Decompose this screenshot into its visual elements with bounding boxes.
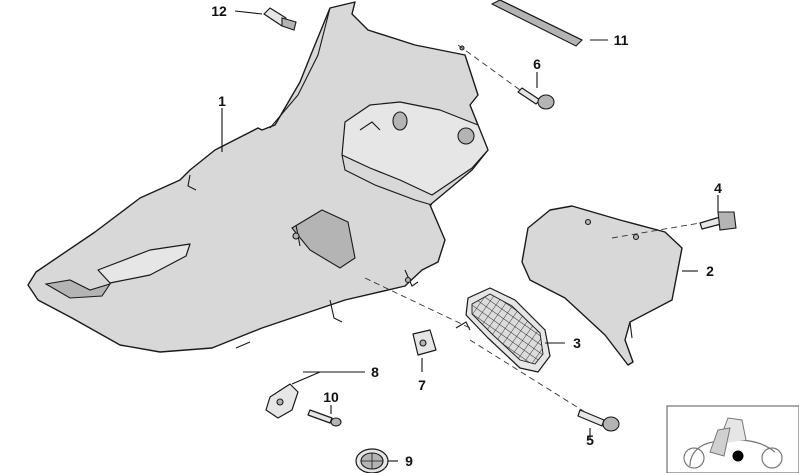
motorcycle-locator-icon (666, 405, 799, 473)
callout-labels: 1 2 3 4 5 6 7 8 9 10 11 12 (211, 3, 722, 469)
callout-9: 9 (405, 453, 413, 469)
callout-3: 3 (573, 335, 581, 351)
inner-fairing-panel (27, 1, 489, 353)
trim-strip (490, 0, 583, 47)
callout-8: 8 (371, 364, 379, 380)
clip-nut (412, 329, 437, 356)
leader-lines (221, 10, 719, 462)
callout-12: 12 (211, 3, 227, 19)
callout-1: 1 (218, 93, 226, 109)
callout-11: 11 (614, 32, 629, 48)
callout-5: 5 (586, 432, 594, 448)
callout-4: 4 (714, 180, 722, 196)
side-cover-panel (521, 205, 683, 366)
callout-2: 2 (706, 263, 714, 279)
screw-6 (517, 87, 555, 110)
callout-7: 7 (418, 377, 426, 393)
screw-10 (307, 409, 342, 427)
rubber-plug (263, 7, 297, 31)
callout-10: 10 (323, 389, 339, 405)
callout-6: 6 (533, 56, 541, 72)
screw-5 (577, 409, 620, 432)
assembly-lines (364, 44, 701, 413)
mounting-plate (265, 383, 299, 419)
screw-4 (699, 211, 737, 231)
emblem-badge (355, 448, 389, 473)
mesh-grille (455, 287, 551, 373)
